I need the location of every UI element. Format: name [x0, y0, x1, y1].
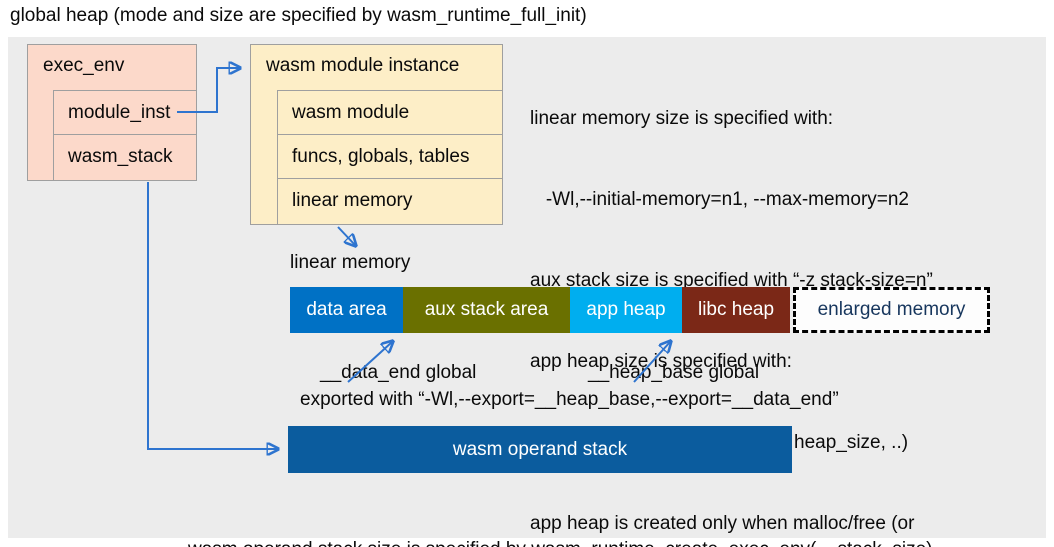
module-inst-field: module_inst [53, 90, 197, 135]
note-line: aux stack size is specified with “-z sta… [530, 270, 933, 291]
wasm-module-instance-box: wasm module instance wasm module funcs, … [250, 44, 503, 225]
exec-env-box: exec_env module_inst wasm_stack [27, 44, 197, 181]
enlarged-memory-box: enlarged memory [793, 287, 990, 333]
exec-env-label: exec_env [43, 55, 125, 76]
note-line: app heap size is specified with: [530, 351, 792, 372]
libc-heap-segment: libc heap [682, 287, 790, 333]
linear-memory-bar: data area aux stack area app heap libc h… [290, 287, 790, 333]
operand-stack-size-notes: wasm operand stack size is specified by … [188, 482, 933, 547]
note-line: -Wl,--initial-memory=n1, --max-memory=n2 [530, 189, 909, 210]
note-line: wasm operand stack size is specified by … [188, 536, 933, 547]
wasm-module-instance-label: wasm module instance [266, 55, 460, 76]
aux-stack-area-segment: aux stack area [403, 287, 570, 333]
wasm-stack-field: wasm_stack [53, 134, 197, 181]
diagram-title: global heap (mode and size are specified… [10, 5, 587, 26]
note-line: app heap is created only when malloc/fre… [530, 513, 915, 534]
data-area-segment: data area [290, 287, 403, 333]
linear-memory-field: linear memory [277, 178, 503, 225]
wasm-module-field: wasm module [277, 90, 503, 135]
linear-memory-caption: linear memory [290, 252, 411, 273]
note-line: linear memory size is specified with: [530, 108, 834, 129]
app-heap-segment: app heap [570, 287, 682, 333]
wasm-operand-stack-bar: wasm operand stack [288, 426, 792, 473]
export-note-label: exported with “-Wl,--export=__heap_base,… [300, 389, 839, 410]
heap-base-global-label: __heap_base global [588, 362, 760, 383]
data-end-global-label: __data_end global [320, 362, 477, 383]
funcs-globals-tables-field: funcs, globals, tables [277, 134, 503, 179]
